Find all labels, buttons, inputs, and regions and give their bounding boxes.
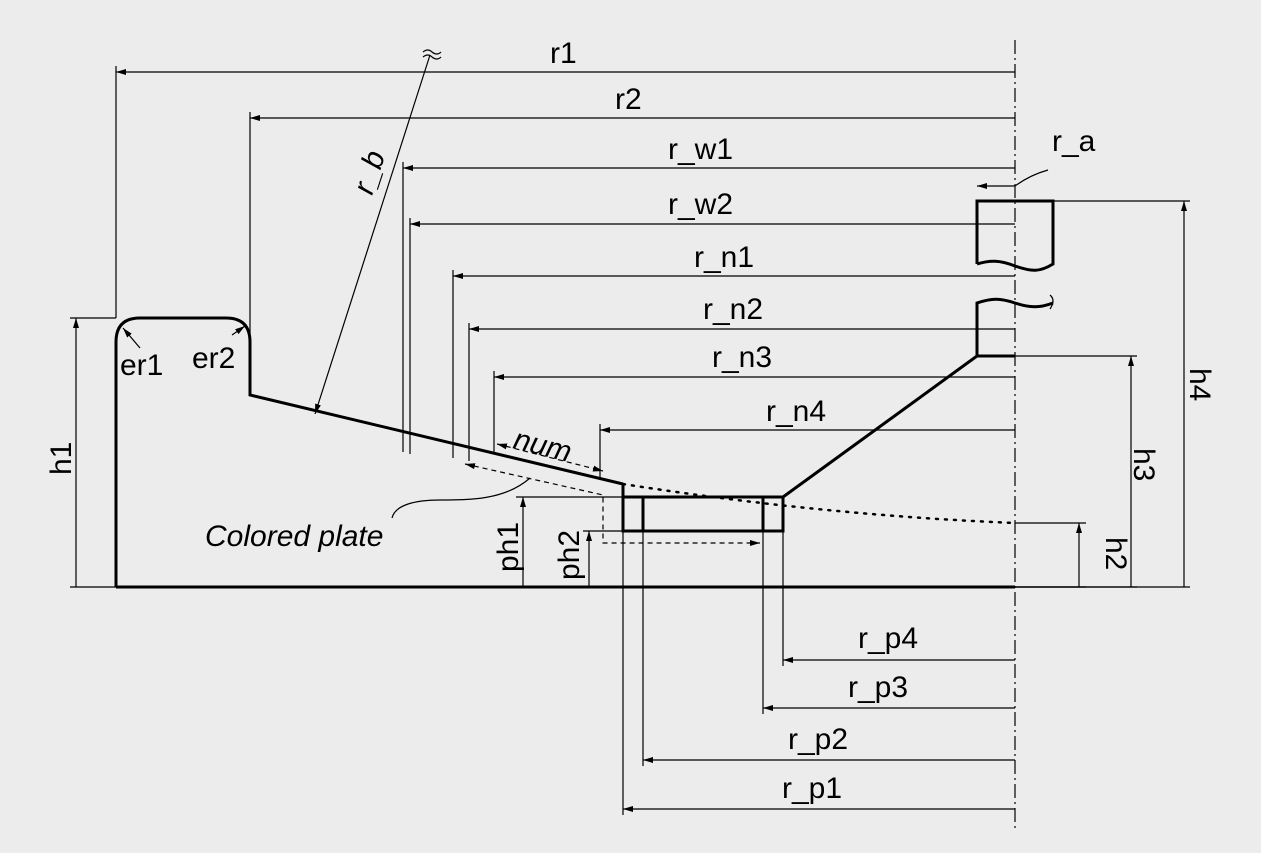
label-r-n2: r_n2 bbox=[703, 293, 763, 326]
dim-h1 bbox=[70, 317, 116, 588]
label-r-b: r_b bbox=[347, 147, 392, 198]
label-r-n3: r_n3 bbox=[712, 341, 772, 374]
dim-r-p2 bbox=[642, 531, 1015, 766]
dim-ph2 bbox=[583, 530, 623, 587]
pin-break-mark bbox=[1049, 294, 1054, 310]
label-r-p1: r_p1 bbox=[782, 772, 842, 805]
label-r-w2: r_w2 bbox=[668, 188, 733, 221]
label-h2: h2 bbox=[1099, 537, 1132, 570]
pin-upper bbox=[975, 199, 1055, 272]
dim-ph1 bbox=[516, 496, 623, 587]
label-h4: h4 bbox=[1183, 368, 1216, 401]
dim-r-n1 bbox=[452, 270, 1015, 458]
label-h1: h1 bbox=[45, 442, 78, 475]
dim-r-n3 bbox=[493, 371, 1015, 454]
label-er2: er2 bbox=[192, 342, 235, 375]
dim-h4 bbox=[1015, 200, 1190, 588]
dim-r-b bbox=[314, 49, 442, 415]
dim-r2 bbox=[249, 112, 1015, 395]
dim-r1 bbox=[115, 66, 1015, 318]
dim-r-a bbox=[977, 169, 1049, 189]
label-r-n1: r_n1 bbox=[694, 241, 754, 274]
label-r-n4: r_n4 bbox=[766, 395, 826, 428]
plate-pocket bbox=[621, 484, 785, 533]
label-r-p4: r_p4 bbox=[858, 622, 918, 655]
label-r-p3: r_p3 bbox=[848, 671, 908, 704]
colored-plate-outline bbox=[391, 463, 760, 546]
label-er1: er1 bbox=[120, 349, 163, 382]
dim-r-p3 bbox=[762, 531, 1015, 714]
label-r2: r2 bbox=[615, 83, 642, 116]
dim-r-p4 bbox=[782, 531, 1015, 666]
label-r-p2: r_p2 bbox=[788, 723, 848, 756]
dim-r-n4 bbox=[599, 424, 1015, 478]
dim-r-w1 bbox=[402, 162, 1015, 452]
fillet-er1-arrow bbox=[122, 327, 141, 349]
dim-r-n2 bbox=[468, 323, 1015, 461]
label-num: num bbox=[510, 423, 575, 469]
reference-curve bbox=[621, 482, 1017, 525]
dim-r-w2 bbox=[409, 218, 1015, 454]
label-colored-plate: Colored plate bbox=[205, 520, 383, 553]
label-r-a: r_a bbox=[1052, 125, 1096, 158]
dim-r-p1 bbox=[622, 531, 1015, 815]
pin-lower bbox=[975, 297, 1054, 358]
fillet-er2-arrow bbox=[231, 325, 246, 336]
label-ph1: ph1 bbox=[492, 522, 525, 572]
label-r1: r1 bbox=[550, 37, 577, 70]
label-r-w1: r_w1 bbox=[668, 133, 733, 166]
label-ph2: ph2 bbox=[553, 530, 586, 580]
dim-h2 bbox=[1015, 522, 1086, 588]
label-h3: h3 bbox=[1127, 448, 1160, 481]
cone-line bbox=[782, 354, 978, 499]
